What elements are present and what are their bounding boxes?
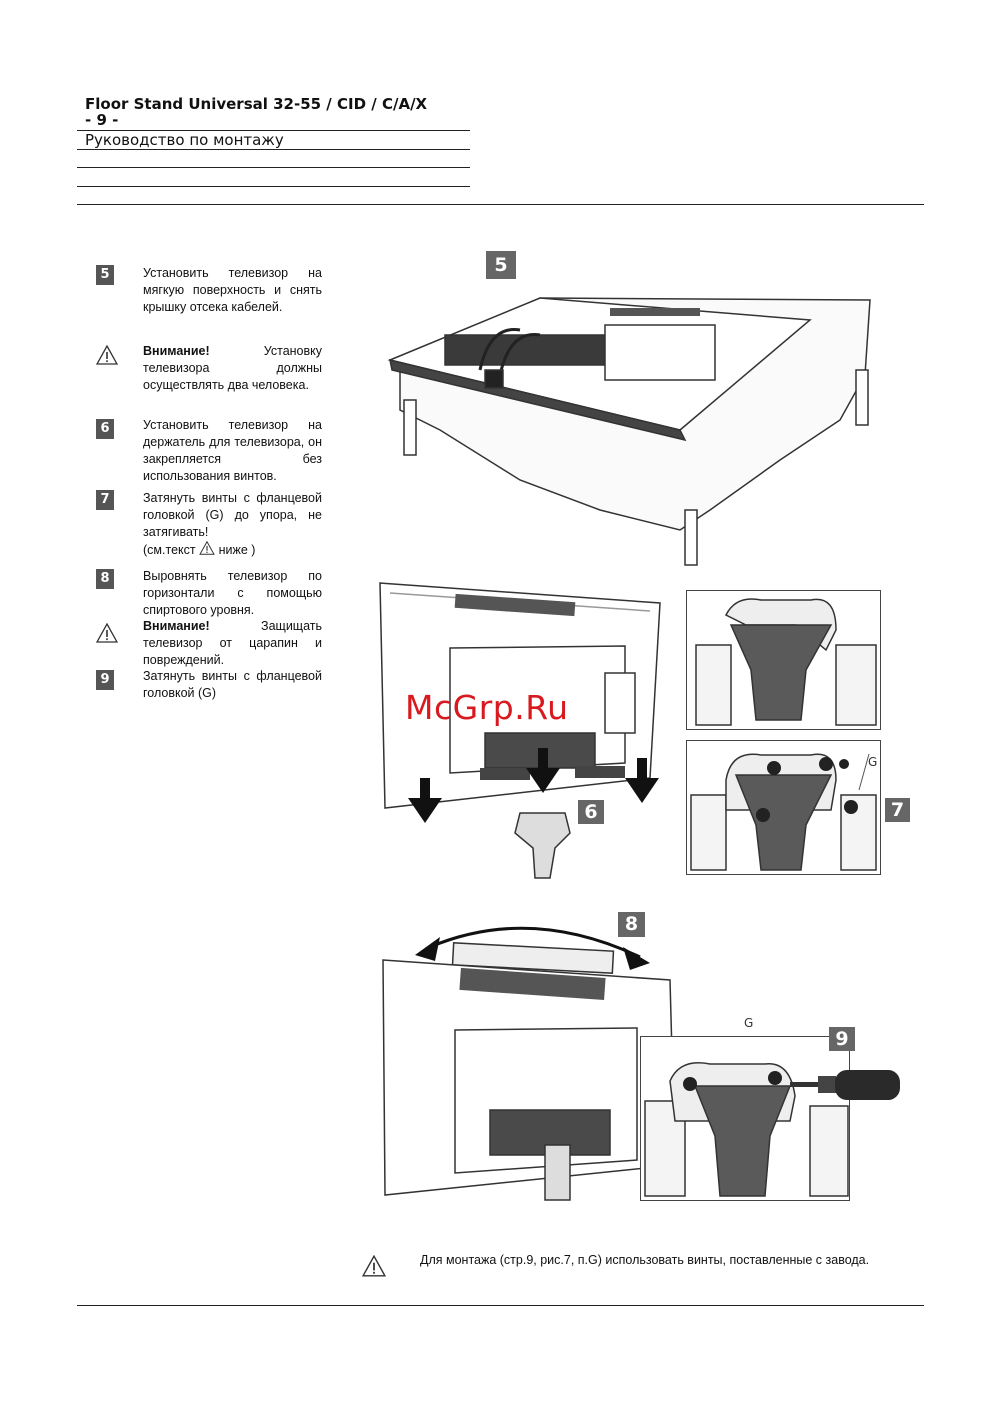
step-7-main: Затянуть винты с фланцевой головкой (G) … [143,491,322,539]
figure-7-label: 7 [885,798,910,822]
warning-icon [362,1255,386,1277]
step-8-text: Выровнять телевизор по горизонтали с пом… [143,569,322,617]
step-badge-7: 7 [96,490,114,510]
figure-8-label: 8 [618,912,645,937]
screw-g-label: G [868,755,878,769]
detail-bracket-screws [686,740,881,875]
document-title: Floor Stand Universal 32-55 / CID / C/A/… [85,95,428,113]
warning-label: Внимание! [143,344,210,358]
warning-text: Установку телевизора должны осуществлять… [143,344,322,392]
header-bottom-rule [77,204,924,205]
step-7-ref-post: ниже ) [218,543,256,557]
figure-8-tv-leveling [382,926,676,1201]
step-5-text: Установить телевизор на мягкую поверхнос… [143,266,322,314]
footer-rule [77,1305,924,1306]
step-7-text: Затянуть винты с фланцевой головкой (G) … [143,490,322,559]
detail-bracket-before [686,590,881,730]
screw-g-label: G [744,1016,754,1030]
document-subtitle: Руководство по монтажу [85,131,284,149]
step-badge-9: 9 [96,670,114,690]
figure-9-label: 9 [829,1027,855,1051]
header-rule [77,149,470,150]
detail-screwdriver [640,1036,850,1201]
figure-5-tv-on-table [387,297,871,566]
header-rule [77,167,470,168]
step-6-text: Установить телевизор на держатель для те… [143,418,322,483]
warning-scratches: Внимание! Защищать телевизор от царапин … [143,618,322,669]
watermark: McGrp.Ru [405,688,569,727]
step-9-text: Затянуть винты с фланцевой головкой (G) [143,669,322,700]
header-rule [77,130,470,131]
warning-icon [96,345,118,365]
screwdriver-icon [790,1070,900,1100]
warning-two-people: Внимание! Установку телевизора должны ос… [143,343,322,394]
header-rule [77,186,470,187]
step-badge-8: 8 [96,569,114,589]
warning-label: Внимание! [143,619,210,633]
warning-icon [96,623,118,643]
warning-icon-inline [199,540,215,555]
factory-screws-note: Для монтажа (стр.9, рис.7, п.G) использо… [420,1253,870,1267]
step-badge-6: 6 [96,419,114,439]
figure-6-tv-on-stand [379,582,661,879]
page-number: - 9 - [85,111,119,129]
g-pointer-line [858,753,870,791]
step-7-ref-pre: (см.текст [143,543,196,557]
warning-text: Защищать телевизор от царапин и поврежде… [143,619,322,667]
figure-5-label: 5 [486,251,516,279]
figure-6-label: 6 [578,800,604,824]
step-badge-5: 5 [96,265,114,285]
